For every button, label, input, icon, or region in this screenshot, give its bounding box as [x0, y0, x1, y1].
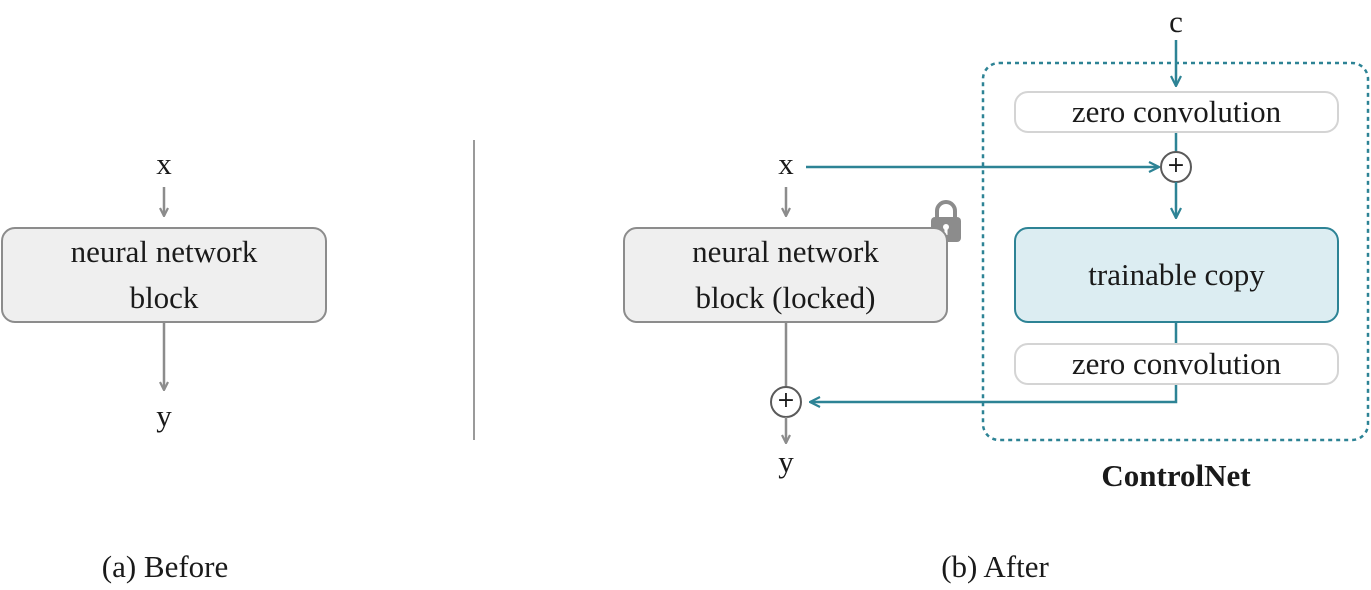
zero-conv-bottom-label: zero convolution — [1071, 346, 1282, 381]
after-output-y: y — [778, 444, 794, 479]
before-output-y: y — [156, 398, 172, 433]
after-plus-symbol: + — [776, 388, 796, 413]
after-caption: (b) After — [941, 549, 1049, 584]
before-block-label: neural network block — [70, 234, 258, 315]
condition-c: c — [1169, 4, 1183, 39]
arrow-zero-conv-to-output-plus — [810, 384, 1178, 402]
before-neural-network-block: neural network block — [1, 227, 327, 323]
after-neural-network-block-locked: neural network block (locked) — [623, 227, 948, 323]
after-input-x: x — [778, 146, 794, 181]
controlnet-title: ControlNet — [1101, 458, 1251, 493]
before-input-x: x — [156, 146, 172, 181]
before-caption: (a) Before — [101, 549, 229, 584]
controlnet-plus-symbol: + — [1166, 153, 1186, 178]
zero-convolution-top: zero convolution — [1014, 91, 1339, 133]
zero-conv-top-label: zero convolution — [1071, 94, 1282, 129]
trainable-copy-label: trainable copy — [1088, 257, 1265, 292]
zero-convolution-bottom: zero convolution — [1014, 343, 1339, 385]
after-block-label: neural network block (locked) — [692, 234, 879, 315]
trainable-copy-block: trainable copy — [1014, 227, 1339, 323]
